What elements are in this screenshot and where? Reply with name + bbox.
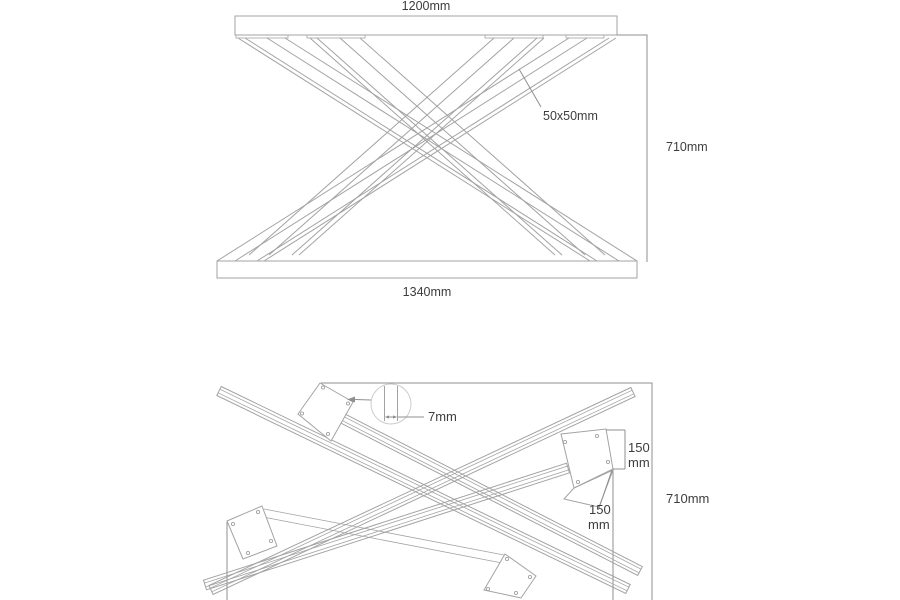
dim-hole-label: 7mm (428, 409, 457, 424)
top-bar (234, 15, 618, 36)
plate-top (297, 382, 354, 442)
callout-arrow-icon (347, 396, 355, 403)
dim-bottom-width-label: 1340mm (403, 285, 452, 299)
plan-view: 7mm 150 mm 150 mm 710mm (202, 382, 709, 600)
dim-depth-label: 710mm (666, 491, 709, 506)
plate-left (226, 505, 278, 560)
dim-top-width-label: 1200mm (402, 0, 451, 13)
dim-plate-width-unit: mm (628, 455, 650, 470)
hole-detail-callout: 7mm (347, 383, 457, 425)
plate-bottom (483, 553, 537, 599)
bottom-bar (216, 260, 638, 279)
plate-right (560, 428, 614, 508)
leg-front-right (216, 37, 617, 262)
plan-tubes (202, 385, 643, 596)
leg-back-right (248, 37, 545, 256)
plan-extension-lines (226, 382, 653, 600)
dim-plate-height: 150 mm (588, 469, 613, 532)
dim-tube-size-label: 50x50mm (543, 109, 598, 123)
dim-height: 710mm (617, 34, 708, 262)
dim-height-label: 710mm (666, 140, 708, 154)
front-elevation-view: 1200mm 1340mm 710mm 50x50mm (216, 0, 708, 299)
dim-plate-height-value: 150 (589, 502, 611, 517)
dim-tube-size: 50x50mm (518, 68, 598, 123)
dim-plate-width-value: 150 (628, 440, 650, 455)
leg-front-left (237, 37, 638, 262)
dim-plate-height-unit: mm (588, 517, 610, 532)
dim-plate-width: 150 mm (606, 429, 650, 470)
leg-back-left (309, 37, 606, 256)
plan-mounting-plates (226, 382, 614, 599)
detail-circle (370, 383, 412, 425)
